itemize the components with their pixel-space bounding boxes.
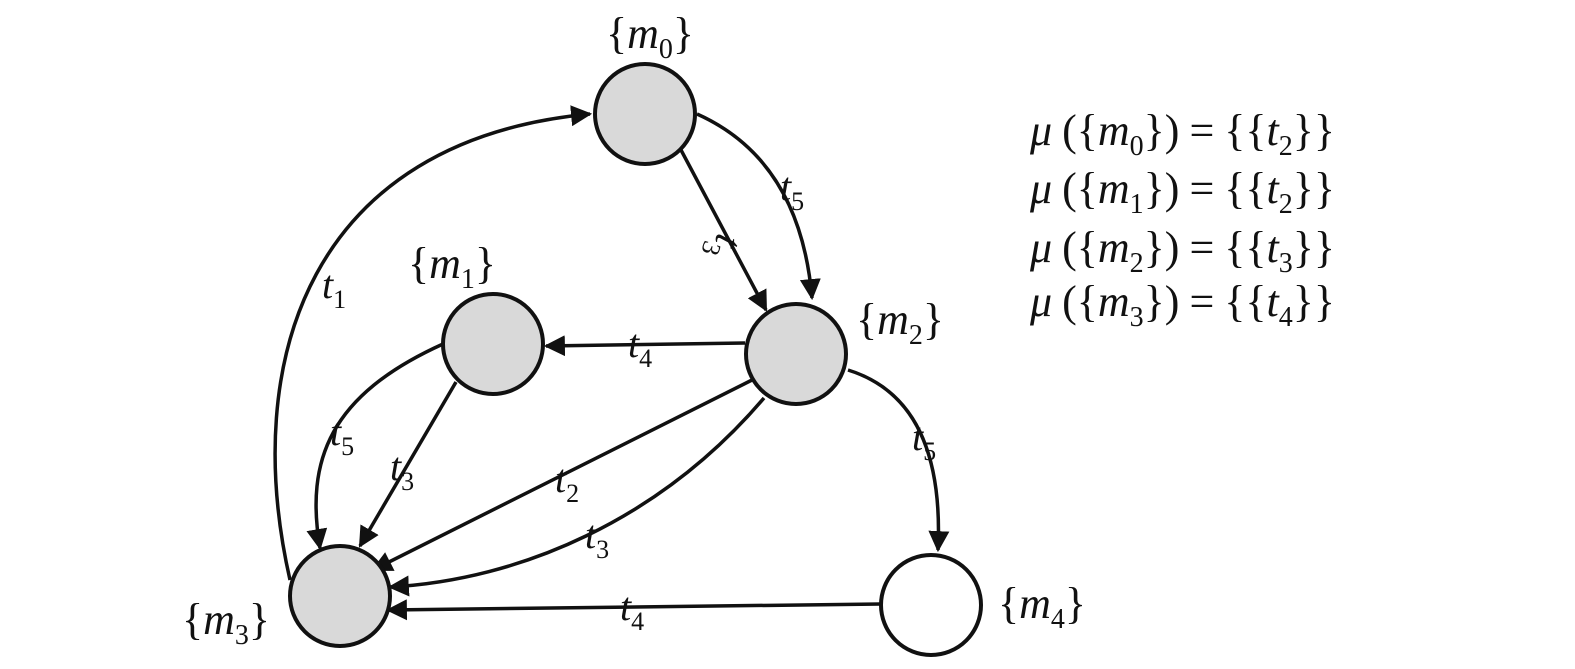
label-t1-m3-m0: t1 — [322, 262, 346, 314]
state-m4-label: {m4} — [998, 579, 1086, 635]
edge-m4-m3-t4 — [385, 599, 882, 621]
transition-labels: t3 t5 t1 t4 t5 t3 t2 t3 t5 t4 — [322, 164, 936, 636]
label-t3-m1-m3: t3 — [390, 444, 414, 496]
state-m4-node — [879, 553, 983, 657]
state-m2-node — [744, 302, 848, 406]
mapping-row-m3: μ({m3})={{t4}} — [1029, 277, 1335, 333]
edge-m2-m4-t5 — [847, 368, 950, 553]
mapping-equations: μ({m0})={{t2}} μ({m1})={{t2}} μ({m2})={{… — [1029, 106, 1335, 333]
states — [288, 62, 983, 657]
edge-m2-m3-t2 — [371, 378, 753, 572]
label-t4-m2-m1: t4 — [628, 321, 652, 373]
label-t4-m4-m3: t4 — [620, 584, 644, 636]
edge-m0-m2-t3 — [679, 149, 768, 312]
mapping-row-m2: μ({m2})={{t3}} — [1029, 223, 1335, 279]
state-m1-label: {m1} — [408, 239, 496, 295]
label-t3-m0-m2: t3 — [695, 227, 752, 266]
label-t5-m2-m4: t5 — [912, 414, 936, 466]
state-m2-label: {m2} — [856, 295, 944, 351]
label-t2-m2-m3: t2 — [555, 456, 579, 508]
mapping-row-m0: μ({m0})={{t2}} — [1029, 106, 1335, 162]
state-m3-node — [288, 544, 392, 648]
label-t5-m1-m3: t5 — [330, 409, 354, 461]
state-m0-label: {m0} — [606, 9, 694, 65]
label-t5-m0-m2: t5 — [780, 164, 804, 216]
edge-m3-m0-t1 — [273, 105, 593, 581]
label-t3-m2-m3: t3 — [585, 512, 609, 564]
edge-m0-m2-t5 — [696, 112, 821, 301]
state-m3-label: {m3} — [182, 595, 270, 651]
edge-m1-m3-t5 — [306, 342, 444, 551]
mapping-row-m1: μ({m1})={{t2}} — [1029, 164, 1335, 220]
state-labels: {m0} {m1} {m2} {m3} {m4} — [182, 9, 1086, 651]
edge-m2-m3-t3 — [387, 396, 766, 597]
edge-m1-m3-t3 — [358, 381, 458, 548]
state-m1-node — [441, 292, 545, 396]
edges — [273, 105, 950, 621]
edge-m2-m1-t4 — [543, 335, 746, 357]
state-m0-node — [593, 62, 697, 166]
